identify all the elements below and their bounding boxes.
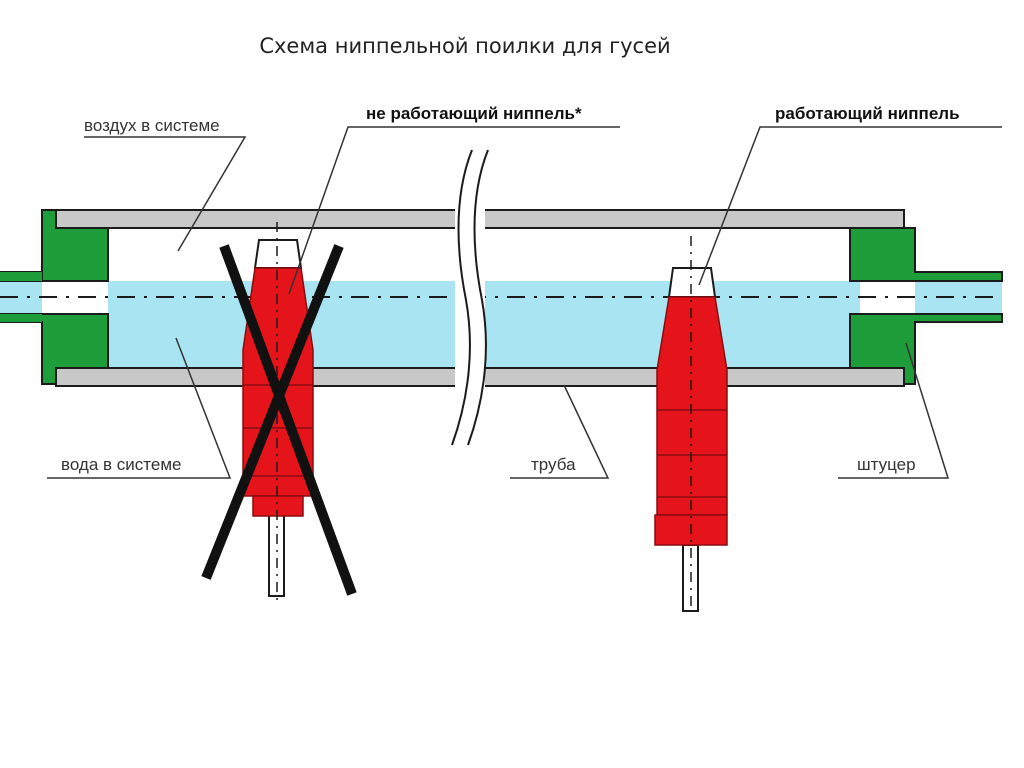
working-nipple bbox=[654, 236, 728, 612]
leader-water bbox=[47, 337, 232, 479]
left-outlet-wall-bottom bbox=[0, 314, 42, 322]
leader-working bbox=[698, 126, 1002, 286]
left-nipple-cap bbox=[252, 495, 304, 517]
right-nipple-body bbox=[656, 296, 728, 516]
right-fitting-top bbox=[849, 227, 1003, 282]
cross-stroke-1 bbox=[219, 244, 357, 596]
label-water-in-system: вода в системе bbox=[61, 455, 181, 474]
label-not-working-nipple: не работающий ниппель* bbox=[366, 104, 582, 123]
left-outlet-wall-top bbox=[0, 272, 42, 281]
leader-air bbox=[84, 136, 247, 252]
break-line-right bbox=[467, 149, 489, 446]
leader-not-working bbox=[288, 126, 620, 295]
diagram-title: Схема ниппельной поилки для гусей bbox=[259, 34, 670, 58]
left-fitting-bottom bbox=[0, 313, 109, 385]
left-nipple-valve-tip bbox=[253, 239, 303, 269]
label-fitting: штуцер bbox=[857, 455, 916, 474]
leader-fitting bbox=[838, 342, 950, 479]
leader-pipe bbox=[510, 384, 610, 479]
cross-stroke-2 bbox=[201, 244, 344, 580]
break-line-left bbox=[451, 149, 473, 446]
right-nipple-valve-tip bbox=[667, 267, 717, 298]
label-air-in-system: воздух в системе bbox=[84, 116, 220, 135]
label-working-nipple: работающий ниппель bbox=[775, 104, 960, 123]
label-pipe: труба bbox=[531, 455, 576, 474]
